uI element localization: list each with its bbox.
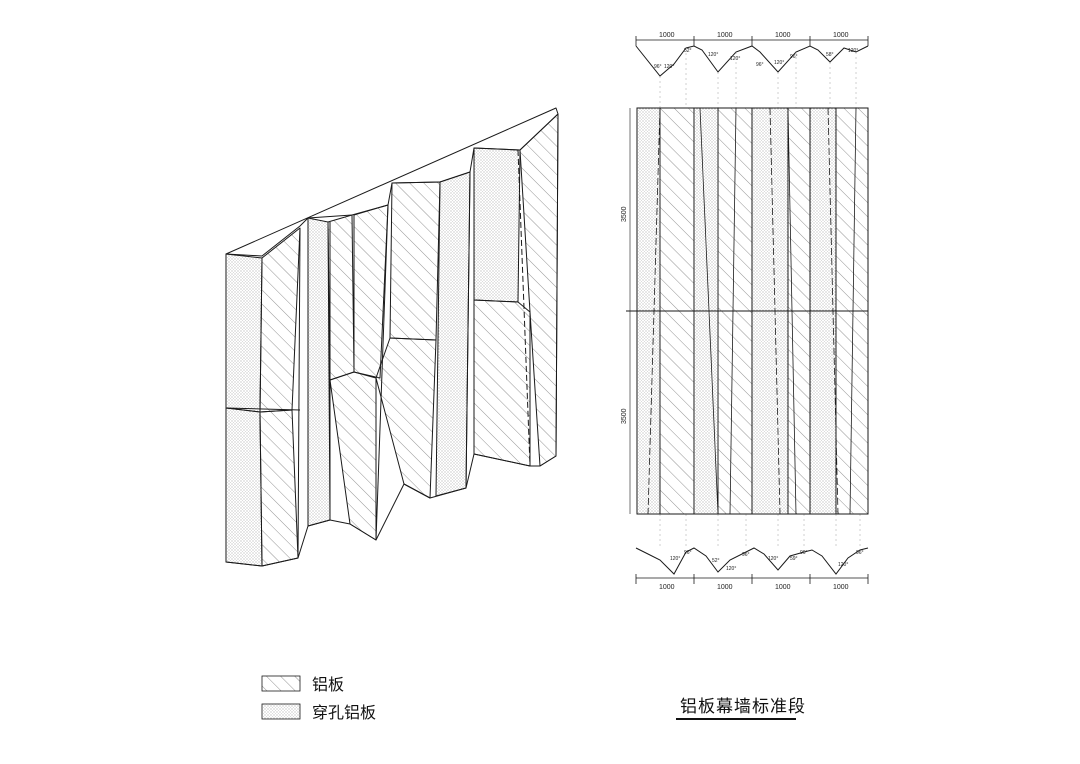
axo-face-aluminum-1b xyxy=(259,409,299,567)
bottom-angle-4: 120° xyxy=(726,566,736,572)
axo-face-aluminum-2b xyxy=(329,371,377,541)
legend-label-perforated: 穿孔铝板 xyxy=(312,703,376,722)
top-angle-5: 120° xyxy=(730,56,740,62)
axo-face-perforated-1 xyxy=(225,253,263,413)
elevation-panels xyxy=(626,107,869,515)
top-section-profile xyxy=(635,36,869,77)
top-width-dim-3: 1000 xyxy=(775,32,791,39)
bottom-angle-7: 59° xyxy=(790,556,798,562)
bottom-width-dim-3: 1000 xyxy=(775,584,791,591)
top-width-dim-2: 1000 xyxy=(717,32,733,39)
axo-face-perforated-3 xyxy=(435,171,471,497)
top-width-dim-4: 1000 xyxy=(833,32,849,39)
axo-face-aluminum-2 xyxy=(327,214,355,381)
bottom-angle-9: 120° xyxy=(838,562,848,568)
top-angle-4: 120° xyxy=(708,52,718,58)
top-width-dim-1: 1000 xyxy=(659,32,675,39)
top-angle-10: 120° xyxy=(848,48,858,54)
legend-label-aluminum: 铝板 xyxy=(312,675,344,694)
top-angle-2: 120° xyxy=(664,64,674,70)
top-angle-8: 96° xyxy=(790,54,798,60)
axo-face-perforated-2 xyxy=(307,217,331,527)
bottom-width-dim-1: 1000 xyxy=(659,584,675,591)
legend: 铝板 穿孔铝板 xyxy=(261,675,376,722)
top-angle-labels: 96° 120° 52° 120° 120° 96° 120° 96° 58° … xyxy=(654,48,858,70)
top-angle-7: 120° xyxy=(774,60,784,66)
bottom-width-dim-4: 1000 xyxy=(833,584,849,591)
legend-swatch-aluminum xyxy=(261,675,301,692)
bottom-angle-8: 96° xyxy=(800,550,808,556)
elevation-view: 1000 1000 1000 1000 96° 120° 52° 120° 12… xyxy=(621,32,869,591)
bottom-angle-2: 96° xyxy=(684,550,692,556)
top-angle-6: 96° xyxy=(756,62,764,68)
top-angle-1: 96° xyxy=(654,64,662,70)
bottom-angle-labels: 120° 96° 52° 120° 96° 120° 59° 96° 120° … xyxy=(670,550,864,572)
bottom-angle-1: 120° xyxy=(670,556,680,562)
bottom-section-profile xyxy=(635,547,869,584)
bottom-angle-6: 120° xyxy=(768,556,778,562)
top-angle-3: 52° xyxy=(684,48,692,54)
bottom-angle-3: 52° xyxy=(712,558,720,564)
projection-lines xyxy=(659,48,861,548)
axo-face-aluminum-3b xyxy=(375,337,437,499)
height-dim-lower: 3500 xyxy=(621,408,628,424)
axo-face-aluminum-3 xyxy=(389,181,441,341)
legend-swatch-perforated xyxy=(261,703,301,720)
drawing-title-block: 铝板幕墙标准段 xyxy=(676,697,806,720)
height-dim-upper: 3500 xyxy=(621,206,628,222)
axo-face-perforated-4 xyxy=(473,147,521,303)
top-angle-9: 58° xyxy=(826,52,834,58)
axo-face-aluminum-4b xyxy=(473,299,531,467)
bottom-width-dim-2: 1000 xyxy=(717,584,733,591)
axo-face-aluminum-1 xyxy=(259,227,301,413)
axo-face-perforated-1b xyxy=(225,407,263,567)
bottom-angle-10: 96° xyxy=(856,550,864,556)
drawing-title: 铝板幕墙标准段 xyxy=(680,697,806,717)
axonometric-view xyxy=(225,107,559,567)
bottom-angle-5: 96° xyxy=(742,552,750,558)
